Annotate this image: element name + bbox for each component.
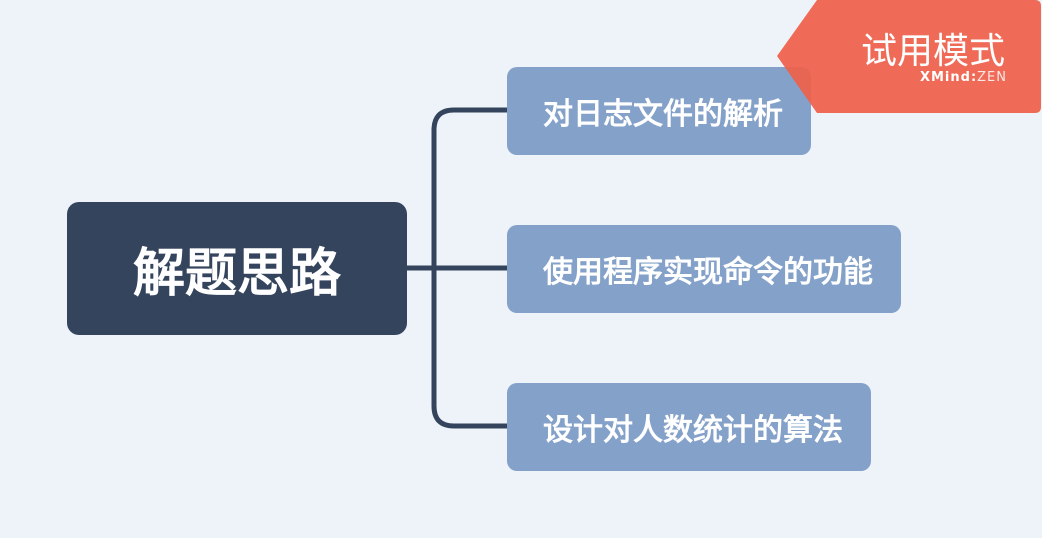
branch-topic-3[interactable]: 设计对人数统计的算法 xyxy=(507,383,871,471)
branch-topic-2[interactable]: 使用程序实现命令的功能 xyxy=(507,225,901,313)
trial-mode-badge: 试用模式 XMind:ZEN xyxy=(777,0,1041,113)
root-topic[interactable]: 解题思路 xyxy=(67,202,407,335)
branch-label: 对日志文件的解析 xyxy=(543,97,783,132)
branch-label: 设计对人数统计的算法 xyxy=(543,413,843,448)
root-topic-label: 解题思路 xyxy=(132,244,341,304)
trial-mode-label: 试用模式 xyxy=(860,31,1005,72)
xmind-logo: XMind:ZEN xyxy=(919,70,1007,85)
branch-topic-1[interactable]: 对日志文件的解析 xyxy=(507,67,811,155)
branch-label: 使用程序实现命令的功能 xyxy=(543,255,873,290)
